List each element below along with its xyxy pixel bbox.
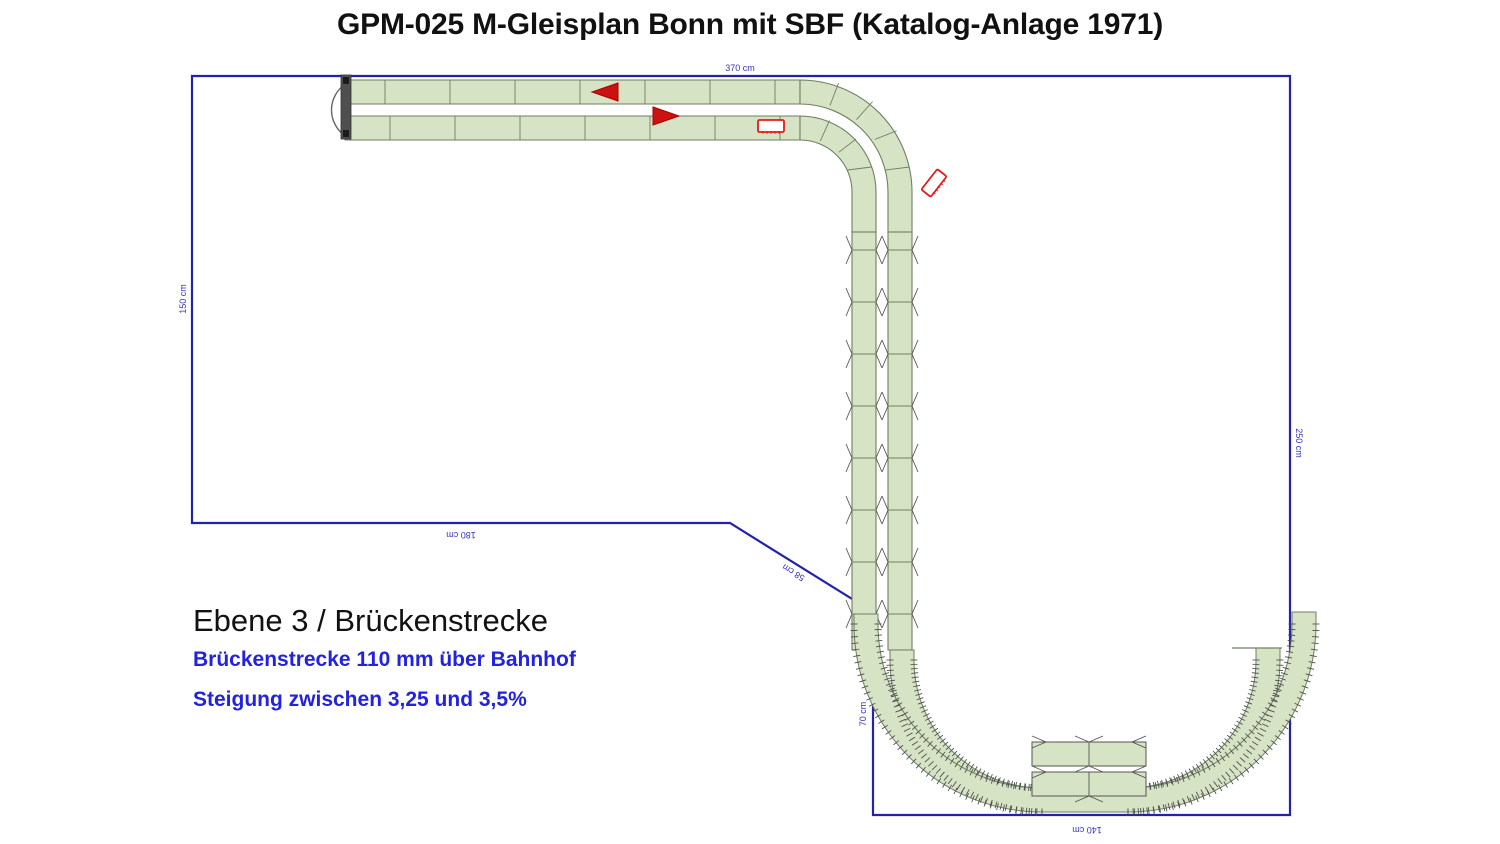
dimension-label-right: 250 cm xyxy=(1294,428,1304,458)
bridge-pier-bracing xyxy=(845,235,919,629)
bottom-bridge-deck xyxy=(1031,735,1147,803)
ramp-sleeper-hatching xyxy=(850,623,1320,816)
track-terminus-west-loop xyxy=(330,83,346,137)
buffer-stop-wall xyxy=(340,74,352,140)
track-straight-north-inner xyxy=(344,115,801,141)
caption-note-bridge-height: Brückenstrecke 110 mm über Bahnhof xyxy=(193,648,576,672)
dimension-label-lower-left: 70 cm xyxy=(858,702,868,727)
dimension-label-bottom: 140 cm xyxy=(1072,825,1102,835)
direction-arrow-left-icon xyxy=(590,82,619,102)
dimension-label-diagonal: 58 cm xyxy=(780,562,806,583)
track-layout xyxy=(330,74,1320,816)
dimension-label-left: 150 cm xyxy=(178,284,188,314)
rolling-stock-marker-straight xyxy=(757,119,785,134)
direction-and-stock-markers xyxy=(590,82,948,198)
caption-heading: Ebene 3 / Brückenstrecke xyxy=(193,603,548,638)
track-curve-northeast-inner xyxy=(799,115,877,233)
caption-block: Ebene 3 / Brückenstrecke Brückenstrecke … xyxy=(193,604,813,718)
dimension-label-bottom-left: 180 cm xyxy=(446,530,476,540)
track-bridge-east-inner xyxy=(851,231,877,651)
track-straight-north-outer xyxy=(344,79,801,105)
rolling-stock-marker-curve xyxy=(920,168,948,198)
dimension-labels: 370 cm 150 cm 180 cm 58 cm 70 cm 140 cm … xyxy=(178,63,1304,835)
caption-note-gradient: Steigung zwischen 3,25 und 3,5% xyxy=(193,688,527,712)
dimension-label-top: 370 cm xyxy=(725,63,755,73)
direction-arrow-right-icon xyxy=(652,106,681,126)
track-bridge-east-outer xyxy=(887,231,913,651)
page-title: GPM-025 M-Gleisplan Bonn mit SBF (Katalo… xyxy=(337,8,1163,41)
